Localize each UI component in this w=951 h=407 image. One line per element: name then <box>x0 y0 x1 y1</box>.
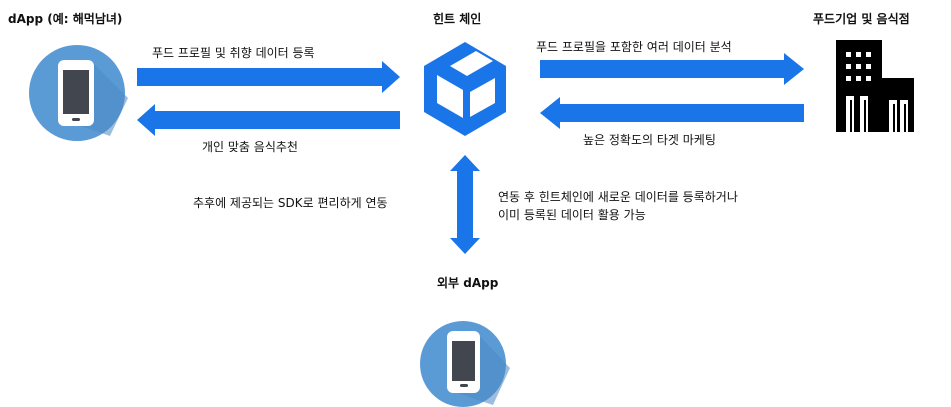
arrow-business-to-chain <box>540 97 804 129</box>
blockchain-cube-icon <box>424 42 506 136</box>
business-title: 푸드기업 및 음식점 <box>813 12 910 26</box>
label-chain-to-business: 푸드 프로필을 포함한 여러 데이터 분석 <box>536 40 732 54</box>
arrow-chain-external-bidirectional <box>450 155 480 254</box>
label-external-desc-line2: 이미 등록된 데이터 활용 가능 <box>498 208 646 222</box>
arrow-chain-to-business <box>540 53 804 85</box>
building-icon <box>836 40 914 132</box>
arrow-chain-to-user <box>137 104 400 136</box>
user-dapp-title: dApp (예: 해먹남녀) <box>8 12 123 26</box>
label-chain-to-user: 개인 맞춤 음식추천 <box>202 140 298 154</box>
smartphone-icon-user <box>29 45 128 141</box>
label-user-to-chain: 푸드 프로필 및 취향 데이터 등록 <box>152 46 315 60</box>
arrow-user-to-chain <box>137 61 400 93</box>
smartphone-icon-external <box>420 321 510 407</box>
label-external-sdk: 추후에 제공되는 SDK로 편리하게 연동 <box>193 196 388 210</box>
hint-chain-title: 힌트 체인 <box>433 12 482 26</box>
external-dapp-title: 외부 dApp <box>437 276 499 290</box>
label-external-desc-line1: 연동 후 힌트체인에 새로운 데이터를 등록하거나 <box>498 190 738 204</box>
label-business-to-chain: 높은 정확도의 타겟 마케팅 <box>583 133 716 147</box>
